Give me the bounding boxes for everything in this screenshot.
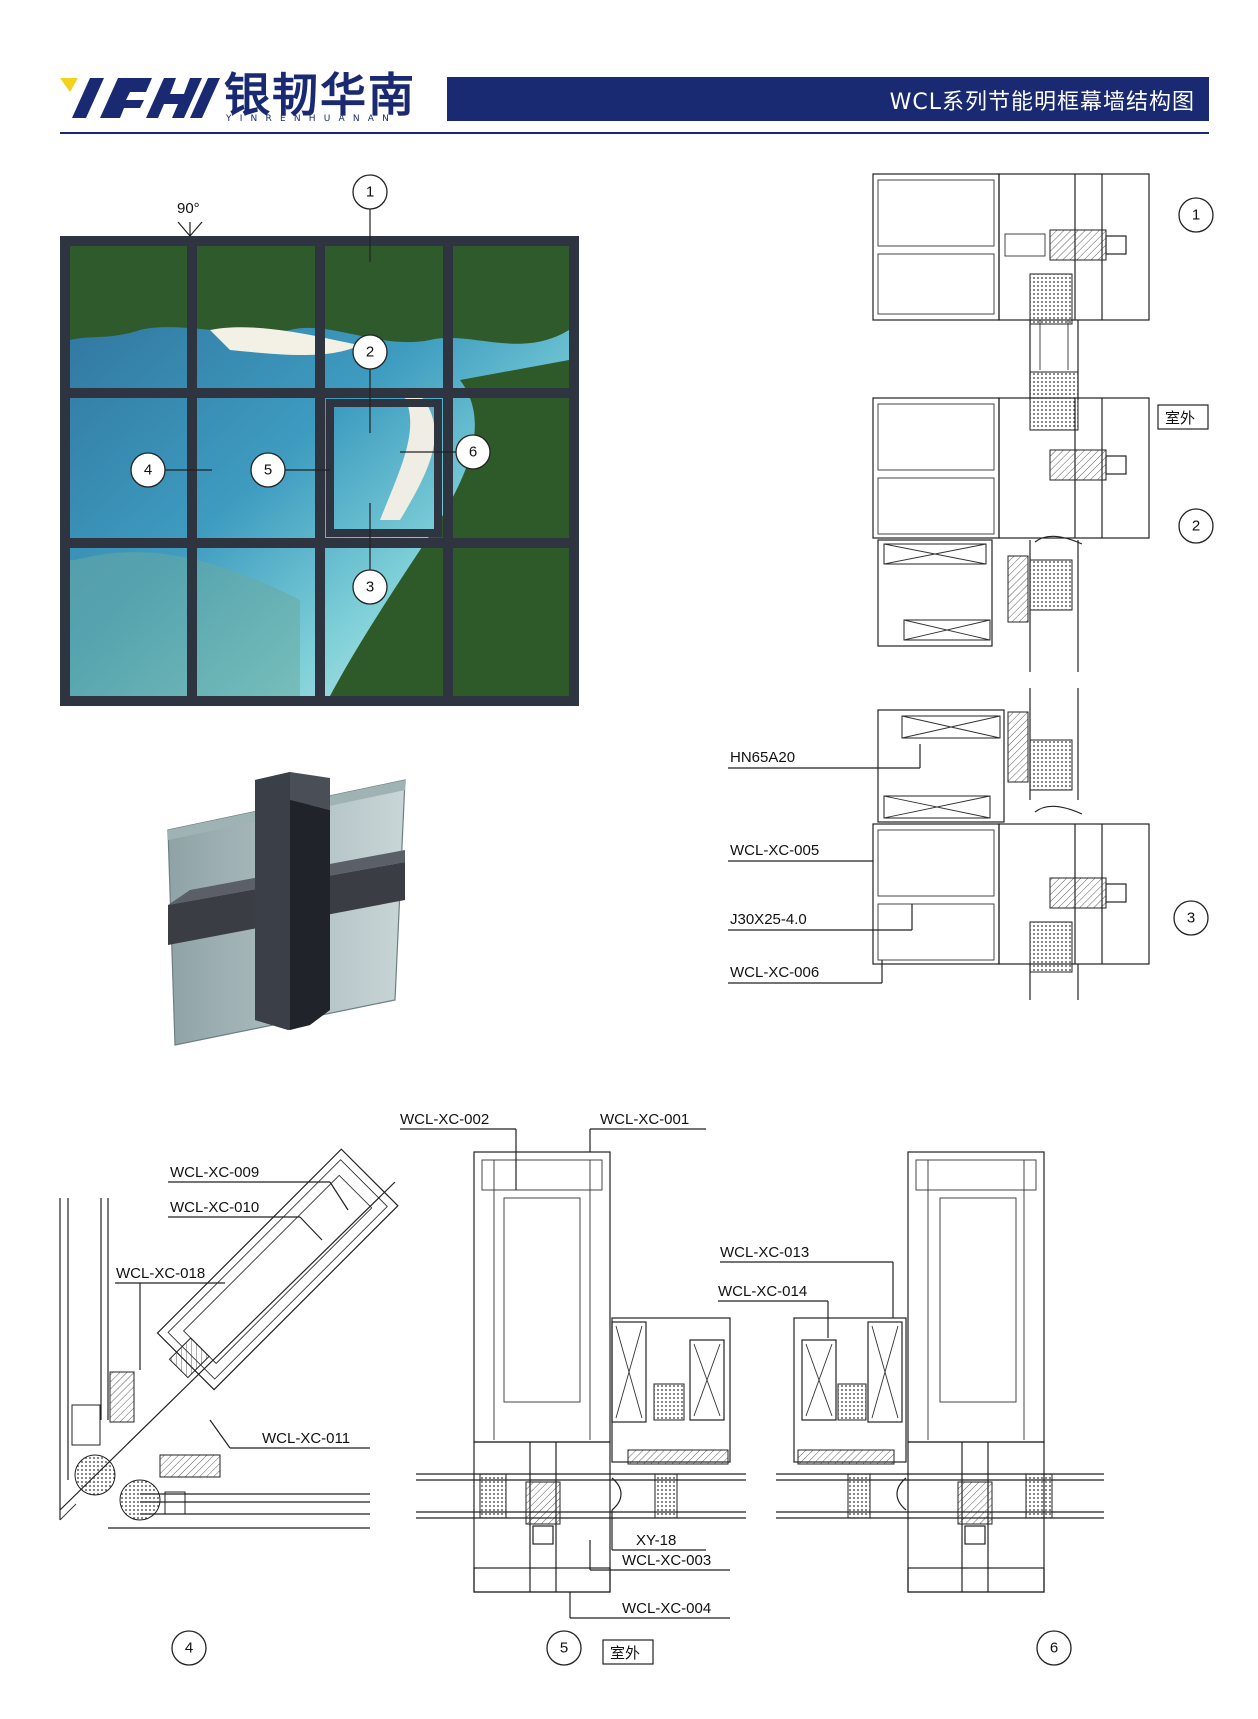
detail-5-label-5: WCL-XC-004 (622, 1600, 711, 1617)
logo-mark (60, 78, 220, 118)
detail-1: 1 (872, 173, 1214, 370)
callout-5: 5 (250, 452, 286, 488)
svg-text:3: 3 (366, 579, 374, 596)
detail-3-number: 3 (1187, 910, 1195, 927)
detail-6-label-1: WCL-XC-013 (720, 1244, 809, 1261)
detail-2-number: 2 (1192, 518, 1200, 535)
detail-4-label-2: WCL-XC-010 (170, 1199, 259, 1216)
svg-text:5: 5 (264, 462, 272, 479)
svg-text:1: 1 (366, 184, 374, 201)
callout-3: 3 (352, 569, 388, 605)
detail-5-side-label: 室外 (610, 1645, 640, 1662)
detail-5-label-4: WCL-XC-003 (622, 1552, 711, 1569)
svg-text:6: 6 (469, 444, 477, 461)
detail-2-side-label: 室外 (1165, 410, 1195, 427)
detail-2: 室外 2 (872, 370, 1214, 672)
angle-label: 90° (177, 200, 200, 217)
detail-4-label-4: WCL-XC-011 (262, 1430, 350, 1447)
logo-pinyin: YINRENHUANAN (226, 114, 398, 124)
title-bar: WCL系列节能明框幕墙结构图 (447, 77, 1209, 121)
detail-6-number: 6 (1050, 1640, 1058, 1657)
detail-5: WCL-XC-002 WCL-XC-001 XY-18 WCL-XC-003 W… (400, 1111, 746, 1666)
detail-5-label-3: XY-18 (636, 1532, 676, 1549)
callout-2: 2 (352, 334, 388, 370)
detail-6-label-2: WCL-XC-014 (718, 1283, 807, 1300)
svg-text:4: 4 (144, 462, 152, 479)
callout-1: 1 (352, 174, 388, 210)
detail-5-label-1: WCL-XC-002 (400, 1111, 489, 1128)
detail-4-label-1: WCL-XC-009 (170, 1164, 259, 1181)
frame-3d-render (167, 772, 406, 1046)
detail-3-label-1: HN65A20 (730, 749, 795, 766)
svg-text:2: 2 (366, 344, 374, 361)
detail-6: WCL-XC-013 WCL-XC-014 6 (718, 1151, 1104, 1666)
elevation-view: 90° 1 2 3 4 5 6 (60, 174, 579, 706)
page-title: WCL系列节能明框幕墙结构图 (889, 90, 1195, 115)
callout-4: 4 (130, 452, 166, 488)
logo-chinese: 银韧华南 (224, 68, 416, 122)
detail-3-label-2: WCL-XC-005 (730, 842, 819, 859)
detail-4-number: 4 (185, 1640, 193, 1657)
detail-5-label-2: WCL-XC-001 (600, 1111, 689, 1128)
detail-3: HN65A20 WCL-XC-005 J30X25-4.0 WCL-XC-006… (728, 688, 1209, 1000)
detail-3-label-4: WCL-XC-006 (730, 964, 819, 981)
detail-4-label-3: WCL-XC-018 (116, 1265, 205, 1282)
header-rule (60, 132, 1209, 134)
detail-1-number: 1 (1192, 207, 1200, 224)
detail-4: WCL-XC-009 WCL-XC-010 WCL-XC-018 WCL-XC-… (59, 1148, 399, 1666)
detail-5-number: 5 (560, 1640, 568, 1657)
detail-3-label-3: J30X25-4.0 (730, 911, 807, 928)
callout-6: 6 (455, 434, 491, 470)
